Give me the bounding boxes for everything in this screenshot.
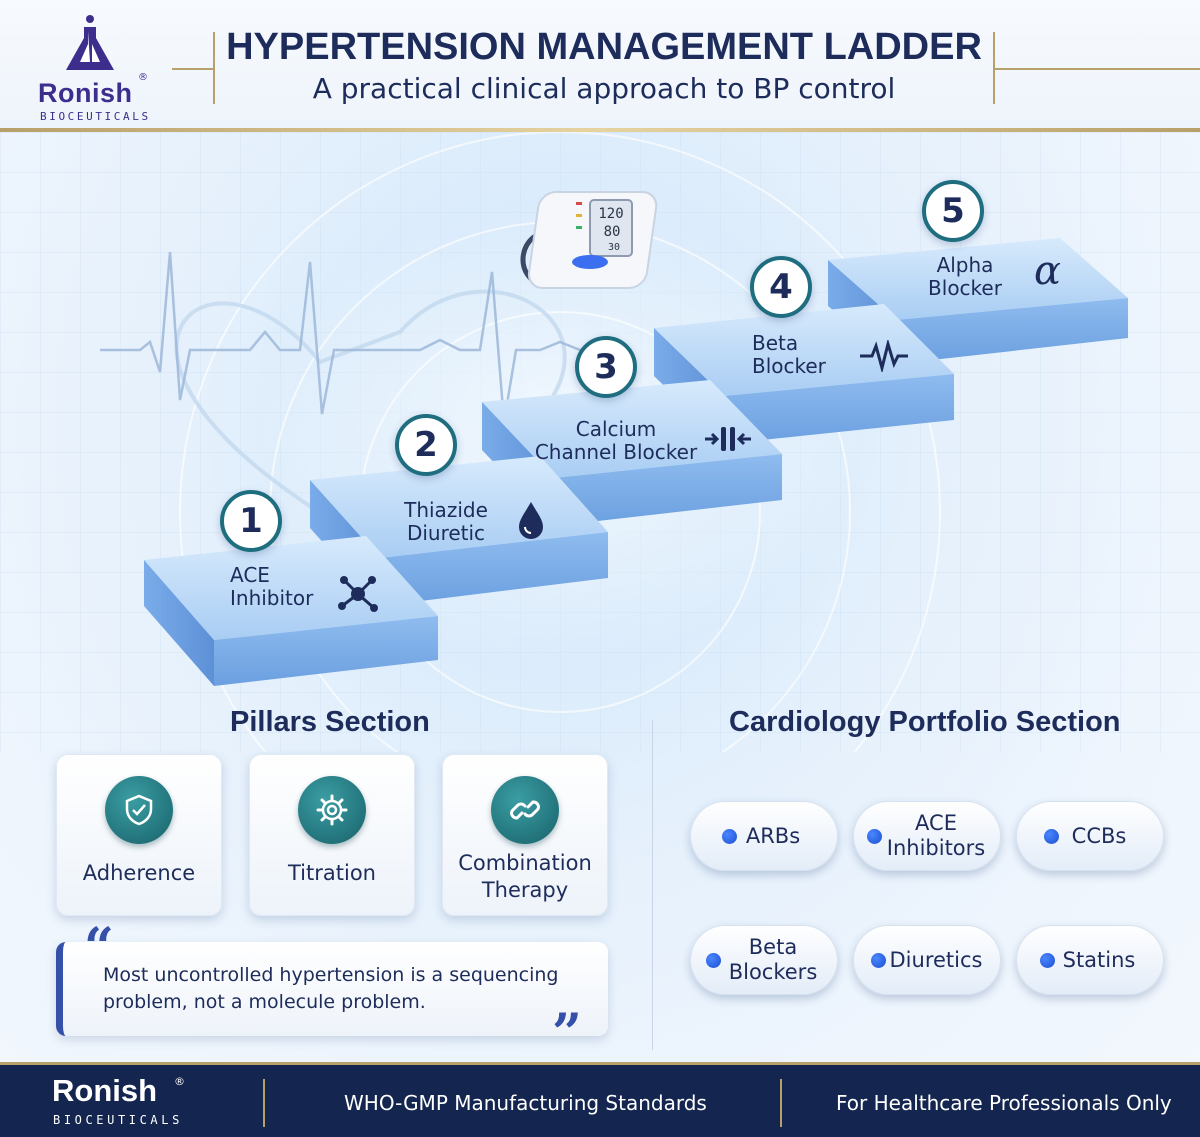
section-divider (652, 720, 653, 1050)
step-block-4 (654, 304, 954, 444)
portfolio-pill-beta-blockers: Beta Blockers (690, 925, 838, 995)
step-block-3 (482, 380, 782, 526)
header-divider (0, 128, 1200, 132)
header: Ronish ® BIOCEUTICALS HYPERTENSION MANAG… (0, 0, 1200, 132)
ecg-trace (100, 251, 620, 423)
gold-rule-right (995, 68, 1200, 70)
bullet-dot (722, 829, 737, 844)
step-label-3: Calcium Channel Blocker (534, 417, 698, 464)
gear-icon (298, 776, 366, 844)
portfolio-pill-ace-inhibitors: ACE Inhibitors (853, 801, 1001, 871)
bullet-dot (867, 829, 882, 844)
step-number-2: 2 (395, 414, 457, 476)
portfolio-pill-ccbs: CCBs (1016, 801, 1164, 871)
footer-standard: WHO-GMP Manufacturing Standards (344, 1091, 707, 1115)
footer: Ronish ® BIOCEUTICALS WHO-GMP Manufactur… (0, 1062, 1200, 1137)
footer-brand-name: Ronish (52, 1073, 158, 1108)
bullet-dot (706, 953, 721, 968)
open-quote-icon: “ (84, 917, 114, 978)
step-number-4: 4 (750, 256, 812, 318)
flask-logo-icon (66, 15, 114, 70)
close-quote-icon: ” (552, 1003, 582, 1064)
footer-registered-mark: ® (174, 1075, 185, 1088)
footer-brand-tagline: BIOCEUTICALS (53, 1113, 183, 1127)
systolic-readout: 120 (598, 206, 623, 222)
channel-icon (705, 427, 751, 451)
pillars-section-title: Pillars Section (230, 706, 430, 738)
bullet-dot (1044, 829, 1059, 844)
pillar-card-titration: Titration (249, 754, 415, 916)
molecule-icon (338, 576, 378, 612)
gold-bar-left (213, 32, 215, 104)
gold-bar-right (993, 32, 995, 104)
pillar-label: Adherence (82, 861, 196, 885)
brand-name: Ronish (38, 78, 133, 108)
drop-icon (519, 502, 543, 539)
footer-separator (780, 1079, 782, 1127)
step-label-4: Beta Blocker (752, 331, 826, 378)
alpha-icon: α (1034, 248, 1062, 294)
pillar-card-adherence: Adherence (56, 754, 222, 916)
step-number-1: 1 (220, 490, 282, 552)
bullet-dot (871, 953, 886, 968)
pillar-label: Combination Therapy (458, 851, 592, 902)
footer-audience: For Healthcare Professionals Only (836, 1091, 1172, 1115)
page-title: HYPERTENSION MANAGEMENT LADDER (226, 26, 982, 68)
step-label-1: ACE Inhibitor (230, 563, 314, 610)
pulse-readout: 30 (608, 242, 620, 253)
step-label-5: Alpha Blocker (928, 253, 1002, 300)
portfolio-pill-diuretics: Diuretics (853, 925, 1001, 995)
diastolic-readout: 80 (604, 224, 621, 240)
pillar-card-combination: Combination Therapy (442, 754, 608, 916)
step-number-3: 3 (575, 336, 637, 398)
chain-link-icon (491, 776, 559, 844)
bullet-dot (1040, 953, 1055, 968)
ladder-steps (144, 238, 1128, 686)
portfolio-pill-statins: Statins (1016, 925, 1164, 995)
gold-rule-left (172, 68, 214, 70)
pillar-label: Titration (288, 861, 376, 885)
blood-pressure-monitor-icon: 120 80 30 (520, 191, 658, 289)
brand-logo: Ronish ® BIOCEUTICALS (34, 14, 154, 123)
quote-text: Most uncontrolled hypertension is a sequ… (103, 964, 559, 1013)
page-subtitle: A practical clinical approach to BP cont… (312, 72, 896, 105)
shield-check-icon (105, 776, 173, 844)
brand-tagline: BIOCEUTICALS (40, 110, 151, 123)
quote-card (56, 942, 608, 1036)
step-number-5: 5 (922, 180, 984, 242)
step-block-1 (144, 536, 438, 686)
registered-mark: ® (138, 72, 148, 83)
step-label-2: Thiazide Diuretic (404, 498, 488, 545)
portfolio-section-title: Cardiology Portfolio Section (729, 706, 1121, 738)
pulse-icon (860, 340, 908, 372)
footer-separator (263, 1079, 265, 1127)
portfolio-pill-arbs: ARBs (690, 801, 838, 871)
